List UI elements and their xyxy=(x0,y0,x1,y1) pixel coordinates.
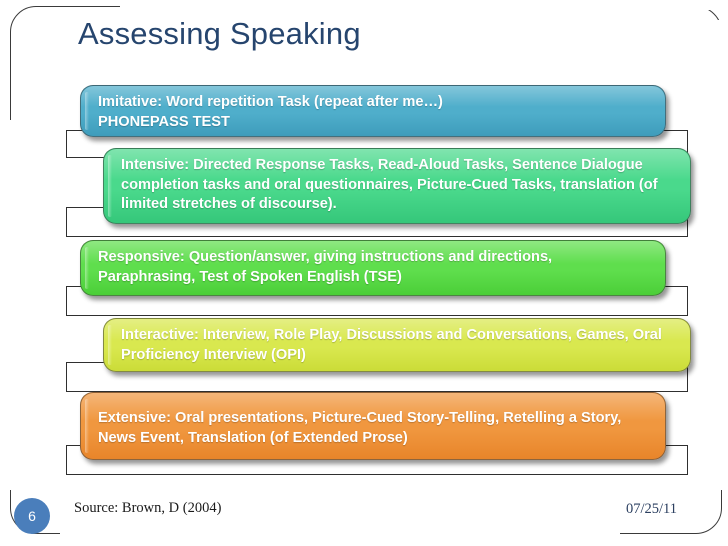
diagram-item-label: Responsive: Question/answer, giving inst… xyxy=(98,249,553,285)
frame-gap-bottom xyxy=(60,528,620,546)
frame-gap-right xyxy=(716,20,728,490)
diagram-item-label: Intensive: Directed Response Tasks, Read… xyxy=(121,157,658,212)
diagram-item-extensive[interactable]: Extensive: Oral presentations, Picture-C… xyxy=(80,392,666,460)
frame-gap-left xyxy=(0,120,12,490)
diagram-item-label-line2: PHONEPASS TEST xyxy=(98,113,230,130)
diagram-item-label: Extensive: Oral presentations, Picture-C… xyxy=(98,410,622,446)
diagram-item-intensive[interactable]: Intensive: Directed Response Tasks, Read… xyxy=(103,148,691,224)
diagram-item-label: Interactive: Interview, Role Play, Discu… xyxy=(121,327,662,363)
diagram-item-label: Imitative: Word repetition Task (repeat … xyxy=(98,94,443,110)
diagram-item-responsive[interactable]: Responsive: Question/answer, giving inst… xyxy=(80,240,666,296)
page-title: Assessing Speaking xyxy=(78,16,361,51)
slide-number-badge: 6 xyxy=(14,498,50,534)
diagram-item-imitative[interactable]: Imitative: Word repetition Task (repeat … xyxy=(80,85,666,137)
source-citation: Source: Brown, D (2004) xyxy=(74,500,222,516)
diagram-item-interactive[interactable]: Interactive: Interview, Role Play, Discu… xyxy=(103,318,691,372)
slide-date: 07/25/11 xyxy=(626,501,678,517)
frame-gap-top xyxy=(120,0,728,10)
